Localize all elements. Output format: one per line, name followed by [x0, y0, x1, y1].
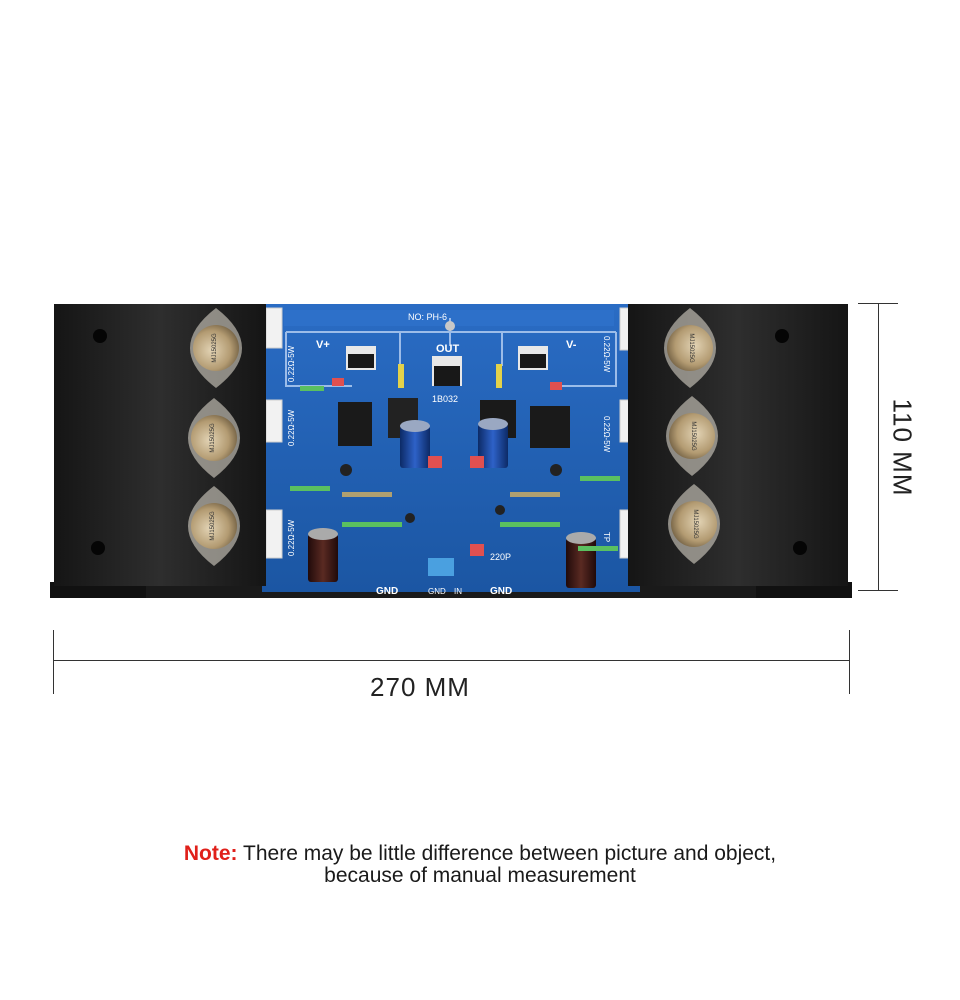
in-label: IN	[454, 587, 462, 596]
gnd-label-left: GND	[376, 586, 398, 597]
width-dim-tick-left	[53, 630, 54, 694]
svg-text:MJ15025G: MJ15025G	[210, 511, 216, 541]
board-code-label: NO: PH-6	[408, 312, 447, 322]
v-minus-label: V-	[566, 339, 577, 351]
terminal-left-3	[265, 509, 283, 559]
terminal-left-1	[265, 307, 283, 349]
width-dim-tick-right	[849, 630, 850, 694]
svg-text:MJ15025G: MJ15025G	[692, 509, 698, 539]
height-dim-tick-bottom	[858, 590, 898, 591]
gnd-label-right: GND	[490, 586, 512, 597]
capacitor-blue-2	[478, 424, 508, 468]
width-dim-line	[53, 660, 850, 661]
resistor-label-mr: 0.22Ω-5W	[602, 416, 611, 453]
driver-heatsink-4	[530, 406, 570, 448]
note-label: Note:	[183, 842, 238, 865]
capacitor-dark-1	[308, 534, 338, 582]
note-line-1: Note: There may be little difference bet…	[0, 843, 960, 865]
height-dim-tick-top	[858, 303, 898, 304]
note-line-2: because of manual measurement	[324, 864, 636, 887]
capacitor-dark-2	[566, 538, 596, 588]
power-transistor-group-left: MJ15025G MJ15025G MJ15025G	[188, 308, 242, 566]
svg-text:MJ15025G: MJ15025G	[690, 421, 696, 451]
mount-hole	[91, 541, 105, 555]
cap-value-label: 220P	[490, 552, 511, 562]
resistor-label-bl: 0.22Ω-5W	[287, 519, 296, 556]
height-dim-line	[878, 303, 879, 591]
terminal-left-2	[265, 399, 283, 443]
svg-text:MJ15025G: MJ15025G	[212, 333, 218, 363]
heatsink-right	[628, 304, 848, 586]
note-text-1: There may be little difference between p…	[243, 842, 777, 865]
capacitor-blue-1	[400, 426, 430, 468]
mount-hole	[93, 329, 107, 343]
v-plus-label: V+	[316, 339, 330, 351]
gnd-label-small: GND	[428, 587, 446, 596]
power-transistor-group-right: MJ15025G MJ15025G MJ15025G	[664, 308, 720, 564]
resistor-label-ml: 0.22Ω-5W	[287, 409, 296, 446]
out-label: OUT	[436, 343, 460, 355]
resistor-label-tl: 0.22Ω-5W	[287, 345, 296, 382]
product-photo: NO: PH-6 OUT V+ V- 1B032 220P GND GND IN…	[50, 304, 852, 598]
width-dimension-label: 270 MM	[370, 672, 470, 702]
height-dimension-label: 110 MM	[887, 398, 918, 497]
mount-hole	[775, 329, 789, 343]
tp-label: TP	[602, 532, 611, 542]
driver-heatsink-1	[338, 402, 372, 446]
measurement-note: Note: There may be little difference bet…	[0, 843, 960, 887]
svg-text:MJ15025G: MJ15025G	[688, 333, 694, 363]
mount-hole	[793, 541, 807, 555]
svg-text:MJ15025G: MJ15025G	[210, 423, 216, 453]
resistor-label-tr: 0.22Ω-5W	[602, 336, 611, 373]
chip-code-label: 1B032	[432, 394, 458, 404]
